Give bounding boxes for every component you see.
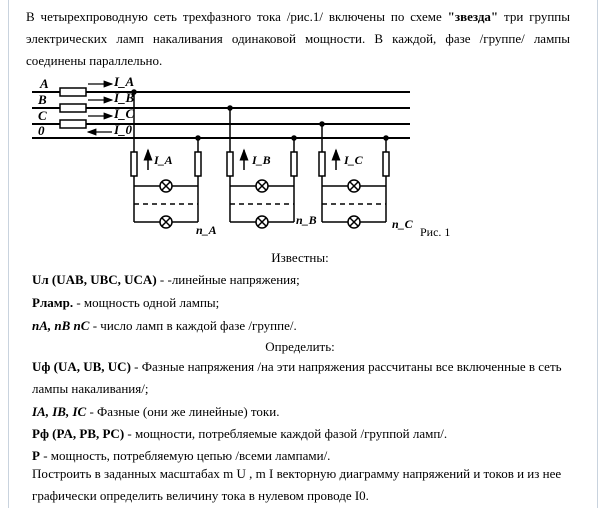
circuit-diagram: A B C 0 I_A I_B I_C I_0 I_A I_B I_C n_A … (32, 74, 450, 239)
given-line-voltage: Uл (UAB, UBC, UCA) - -линейные напряжени… (32, 272, 300, 287)
lamp-count-b: n_B (296, 213, 317, 227)
find-phase-power: Pф (PA, PB, PC) - мощности, потребляемые… (32, 426, 448, 441)
intro-scheme: "звезда" (447, 9, 499, 24)
given-heading: Известны: (271, 250, 329, 265)
figure-caption: Рис. 1 (420, 225, 450, 239)
wire-label-c: C (38, 108, 47, 123)
current-label-c: I_C (113, 106, 135, 121)
find-heading: Определить: (265, 339, 335, 354)
wire-label-b: B (37, 92, 47, 107)
given-lamp-power: Pламр. - мощность одной лампы; (32, 295, 220, 310)
find-phase-current: IA, IB, IC - Фазные (они же линейные) то… (32, 404, 280, 419)
fuse-c (318, 151, 326, 177)
wire-label-a: A (39, 76, 49, 91)
current-label-b: I_B (113, 90, 135, 105)
lamp-count-c: n_C (392, 217, 414, 231)
intro-part1: В четырехпроводную сеть трехфазного тока… (26, 9, 448, 24)
document-frame (8, 0, 598, 508)
group-current-b: I_B (251, 153, 271, 167)
group-current-a: I_A (153, 153, 173, 167)
given-lamp-count: nA, nB nC - число ламп в каждой фазе /гр… (32, 318, 297, 333)
current-label-a: I_A (113, 74, 135, 89)
fuse-b (226, 151, 234, 177)
current-label-0: I_0 (113, 122, 133, 137)
find-total-power: P - мощность, потребляемую цепью /всеми … (32, 448, 331, 463)
wire-label-0: 0 (38, 123, 45, 138)
find-task: Построить в заданных масштабах m U , m I… (32, 466, 562, 503)
find-phase-voltage: Uф (UA, UB, UC) - Фазные напряжения /на … (32, 359, 562, 396)
lamp-count-a: n_A (196, 223, 217, 237)
intro-paragraph: В четырехпроводную сеть трехфазного тока… (26, 6, 570, 72)
intro-part2: три группы электрических ламп накаливани… (26, 9, 571, 68)
group-current-c: I_C (343, 153, 364, 167)
fuse-a (130, 151, 138, 177)
